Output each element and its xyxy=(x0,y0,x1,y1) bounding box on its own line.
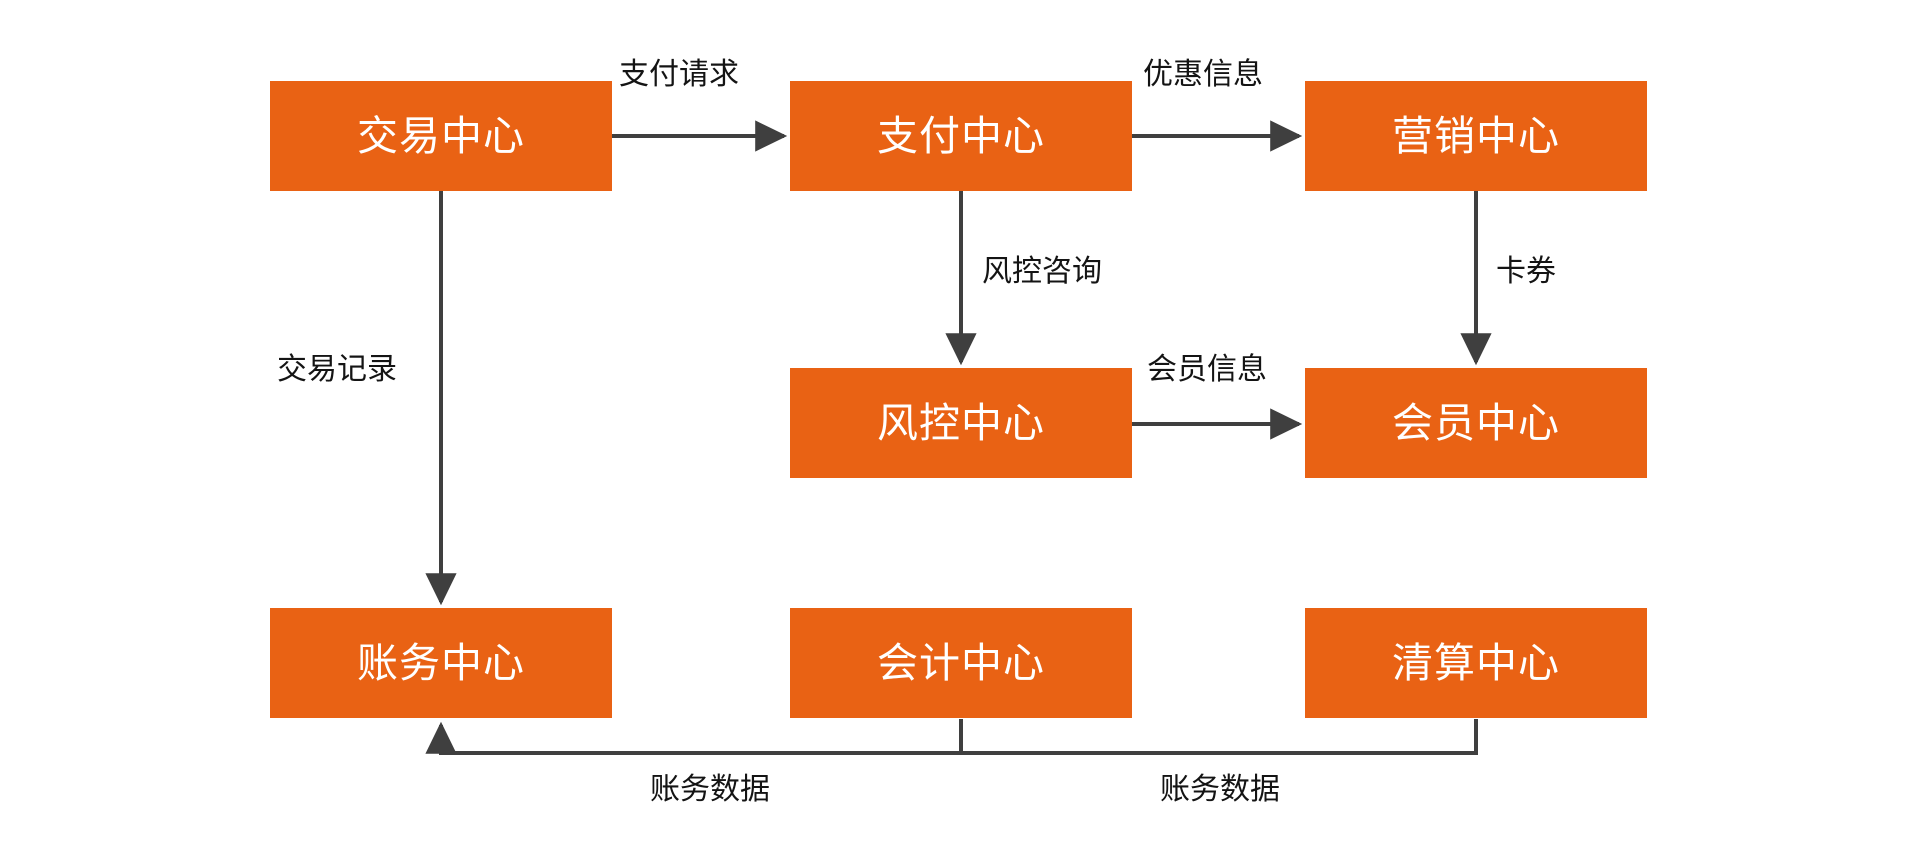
edge-label-payment-request: 支付请求 xyxy=(619,58,739,91)
node-label: 账务中心 xyxy=(357,639,525,686)
node-marketing-center[interactable]: 营销中心 xyxy=(1305,81,1647,191)
node-label: 风控中心 xyxy=(877,399,1045,446)
node-accounting-center[interactable]: 会计中心 xyxy=(790,608,1132,718)
edge-clearing-to-billing xyxy=(961,719,1478,755)
edge-label-billing-data-clearing: 账务数据 xyxy=(1160,773,1280,806)
edge-accounting-to-billing xyxy=(425,719,963,755)
edge-label-member-info: 会员信息 xyxy=(1147,353,1267,386)
edge-label-billing-data-accounting: 账务数据 xyxy=(650,773,770,806)
node-member-center[interactable]: 会员中心 xyxy=(1305,368,1647,478)
edge-label-promotion-info: 优惠信息 xyxy=(1143,58,1263,91)
node-clearing-center[interactable]: 清算中心 xyxy=(1305,608,1647,718)
node-label: 会员中心 xyxy=(1392,399,1560,446)
node-label: 交易中心 xyxy=(357,112,525,159)
edge-label-coupon: 卡券 xyxy=(1496,255,1556,288)
node-risk-control-center[interactable]: 风控中心 xyxy=(790,368,1132,478)
node-label: 清算中心 xyxy=(1392,639,1560,686)
node-trade-center[interactable]: 交易中心 xyxy=(270,81,612,191)
edge-label-risk-consultation: 风控咨询 xyxy=(982,255,1102,288)
node-billing-center[interactable]: 账务中心 xyxy=(270,608,612,718)
edge-label-trade-record: 交易记录 xyxy=(277,353,397,386)
node-payment-center[interactable]: 支付中心 xyxy=(790,81,1132,191)
node-label: 营销中心 xyxy=(1392,112,1560,159)
node-label: 支付中心 xyxy=(877,112,1045,159)
node-label: 会计中心 xyxy=(877,639,1045,686)
